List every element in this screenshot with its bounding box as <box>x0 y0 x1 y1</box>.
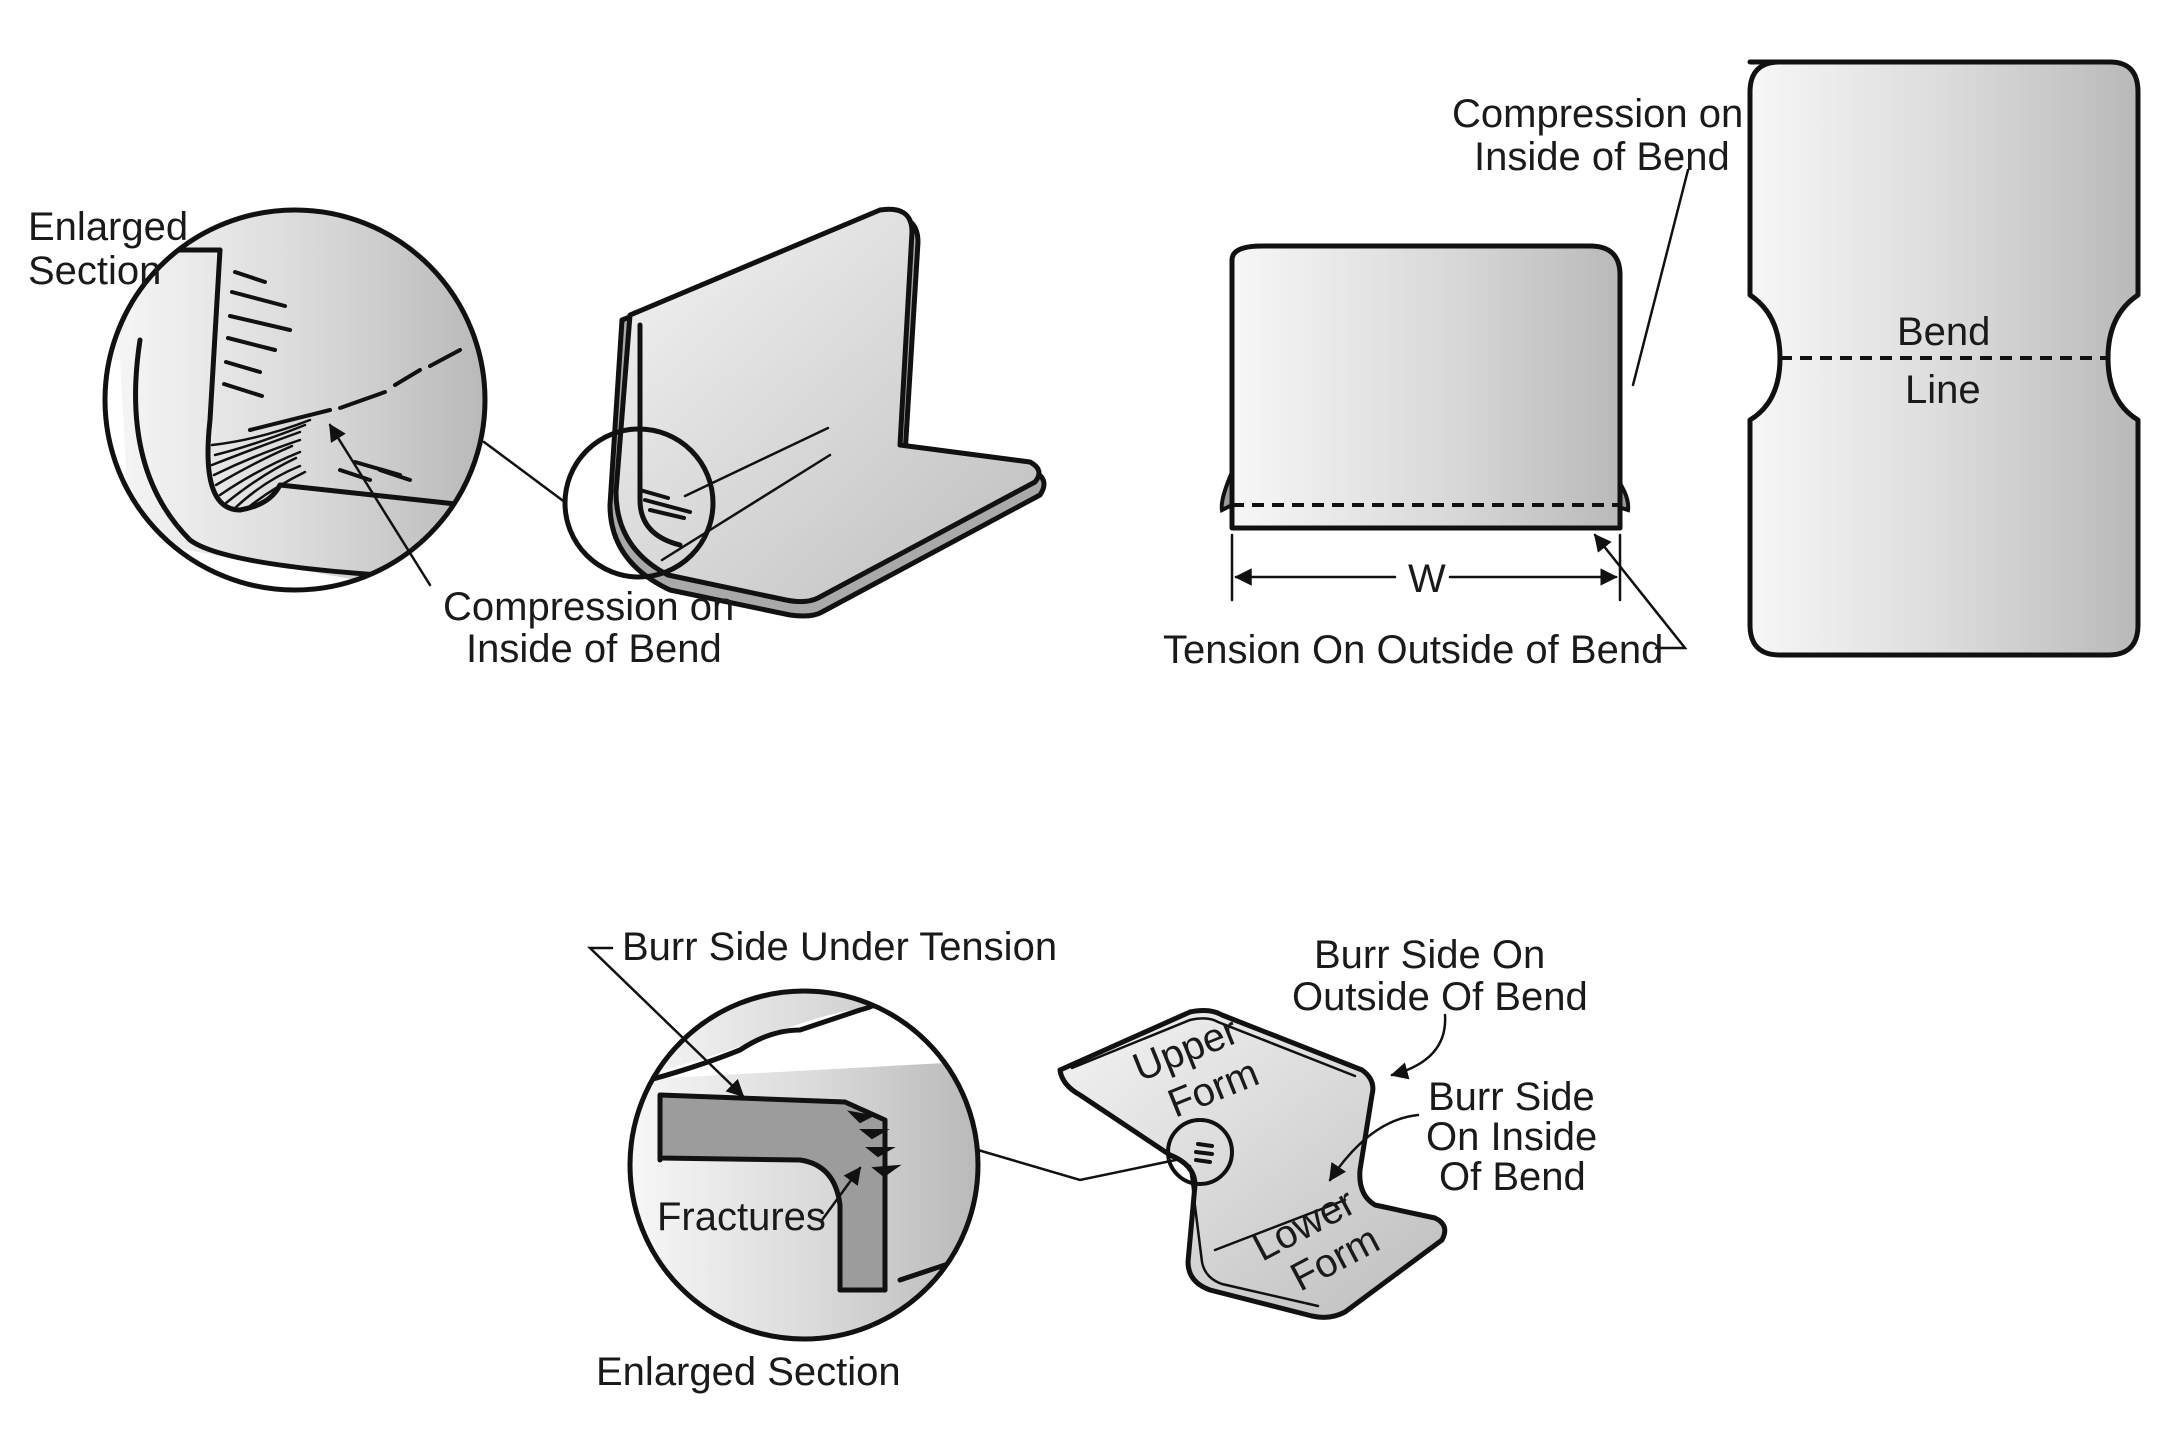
burr-inside-label-line3: Of Bend <box>1439 1155 1586 1199</box>
compression-label-tl-line2: Inside of Bend <box>466 627 722 671</box>
compression-label-tl-line1: Compression on <box>443 585 734 629</box>
enlarged-section-circle <box>102 207 488 593</box>
burr-connector-line <box>976 1148 1187 1182</box>
line-label: Line <box>1905 368 1981 412</box>
top-left-figure: Enlarged Section Compression on Inside o… <box>28 205 1047 671</box>
burr-tension-label: Burr Side Under Tension <box>622 925 1057 969</box>
width-label: W <box>1408 557 1446 601</box>
bent-angle-piece <box>607 206 1047 619</box>
z-bent-part: Upper Form Lower Form <box>1057 1008 1448 1320</box>
enlarged-connector-line <box>482 440 568 505</box>
burr-enlarged-label: Enlarged Section <box>596 1350 901 1394</box>
bent-plate <box>1219 243 1631 531</box>
enlarged-label-line1: Enlarged <box>28 205 188 249</box>
top-right-figure: Compression on Inside of Bend W Tension … <box>1163 59 2141 672</box>
enlarged-label-line2: Section <box>28 249 161 293</box>
burr-outside-label-line2: Outside Of Bend <box>1292 975 1588 1019</box>
compression-label-tr-line2: Inside of Bend <box>1474 135 1730 179</box>
burr-inside-label-line2: On Inside <box>1426 1115 1597 1159</box>
burr-outside-label-line1: Burr Side On <box>1314 933 1545 977</box>
bottom-figure: Upper Form Lower Form Burr Side Under Te… <box>586 925 1597 1394</box>
compression-label-tr-line1: Compression on <box>1452 92 1743 136</box>
compression-arrow-left <box>328 423 432 587</box>
bend-label: Bend <box>1897 310 1990 354</box>
burr-enlarged-circle <box>627 988 981 1342</box>
burr-inside-label-line1: Burr Side <box>1428 1075 1595 1119</box>
tension-label: Tension On Outside of Bend <box>1163 628 1663 672</box>
fracture-marks <box>847 1110 902 1178</box>
grain-flow-lines <box>210 418 312 512</box>
flat-plate: Bend Line <box>1747 59 2141 658</box>
fractures-label: Fractures <box>657 1195 826 1239</box>
compression-hatch-lines <box>222 270 462 482</box>
burr-detail-circle <box>1166 1118 1234 1186</box>
bend-hatch-marks <box>638 488 692 520</box>
